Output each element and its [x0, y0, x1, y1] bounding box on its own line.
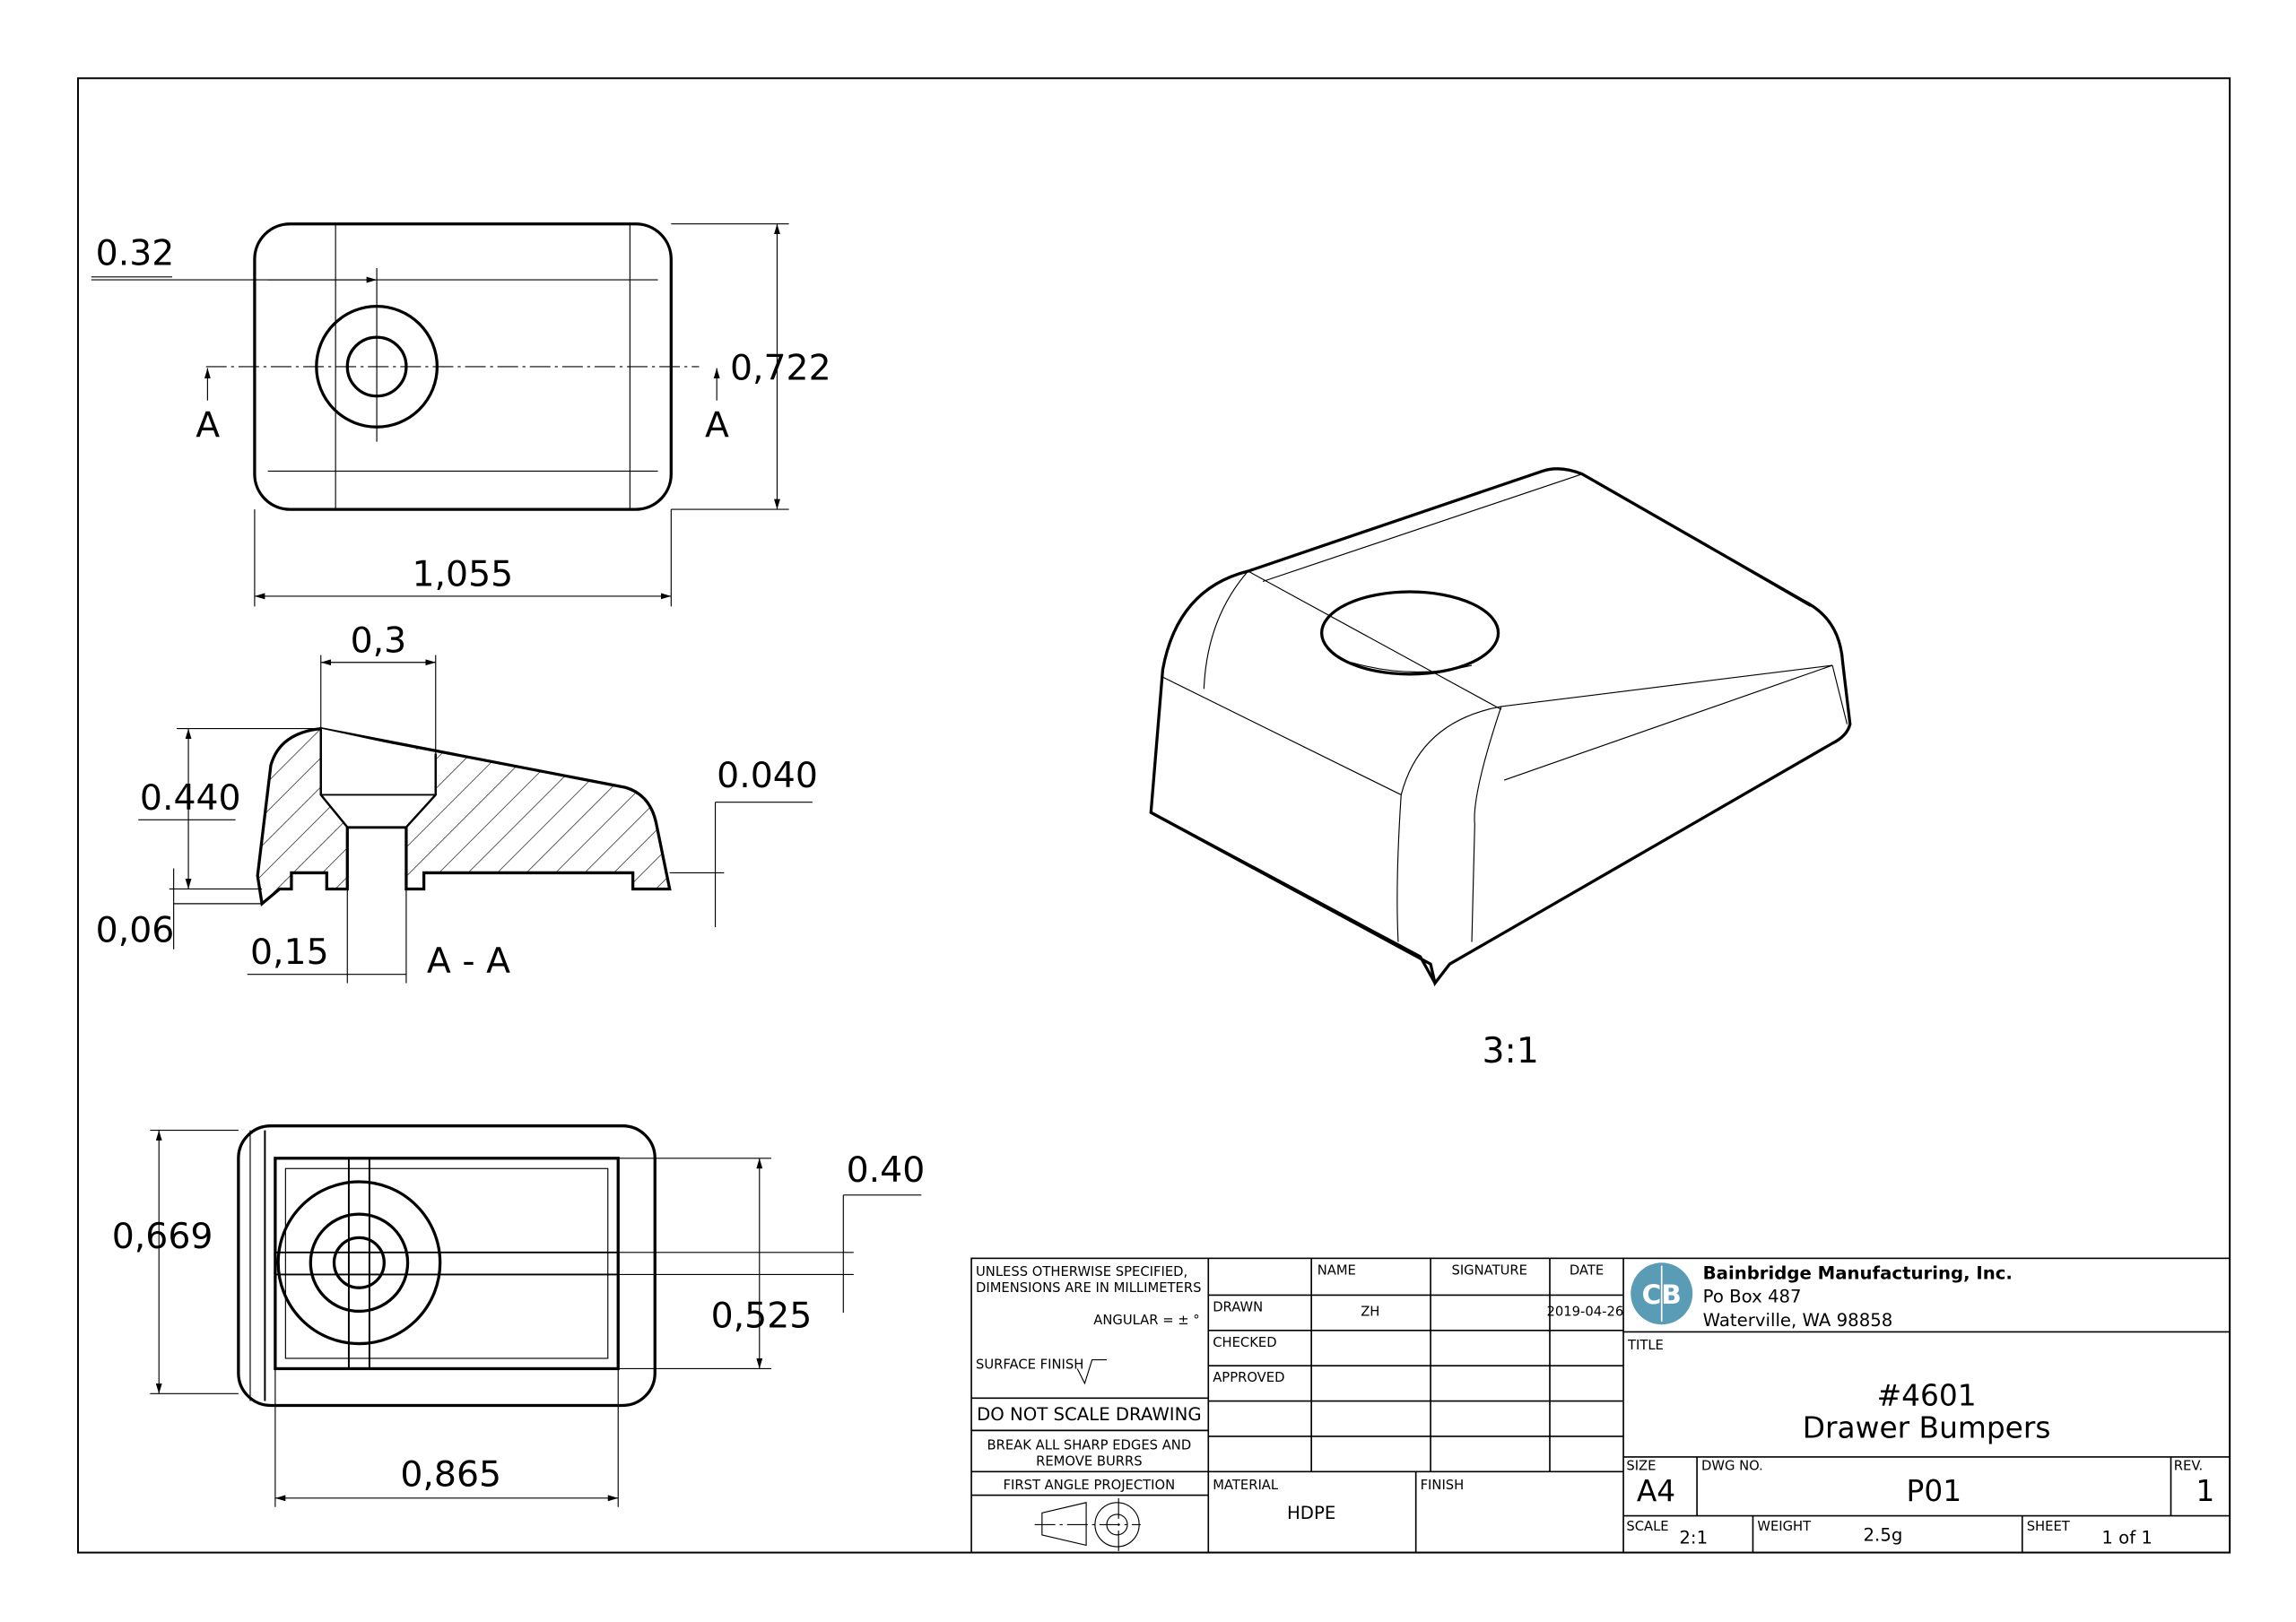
dim-section-height: 0.440 — [140, 777, 241, 819]
dim-top-offset: 0.32 — [96, 233, 175, 274]
top-view: 0.32 0,722 1,055 A A — [91, 222, 831, 607]
material-label: MATERIAL — [1213, 1478, 1279, 1493]
title-label: TITLE — [1627, 1338, 1664, 1353]
dim-bottom-width: 0,865 — [400, 1454, 501, 1496]
dim-section-top: 0,3 — [351, 620, 407, 661]
dim-bottom-height: 0,669 — [112, 1216, 213, 1257]
title-block: UNLESS OTHERWISE SPECIFIED, DIMENSIONS A… — [970, 1257, 2231, 1554]
company-address1: Po Box 487 — [1703, 1287, 1802, 1307]
note-projection: FIRST ANGLE PROJECTION — [1004, 1478, 1176, 1493]
section-view: 0,3 0.440 0.040 0,06 0,15 A - A — [96, 620, 818, 984]
title-line2: Drawer Bumpers — [1803, 1411, 2051, 1445]
row-drawn-name: ZH — [1361, 1304, 1379, 1319]
note-do-not-scale: DO NOT SCALE DRAWING — [977, 1404, 1202, 1425]
note-line2: DIMENSIONS ARE IN MILLIMETERS — [976, 1280, 1201, 1296]
sheet-value: 1 of 1 — [2101, 1528, 2152, 1548]
dwg-no-value: P01 — [1907, 1474, 1962, 1508]
row-approved-label: APPROVED — [1213, 1370, 1284, 1385]
section-label: A - A — [427, 941, 510, 982]
row-drawn-label: DRAWN — [1213, 1299, 1263, 1314]
header-signature: SIGNATURE — [1451, 1262, 1526, 1278]
note-angular: ANGULAR = ± ° — [1093, 1313, 1199, 1328]
header-name: NAME — [1318, 1262, 1356, 1278]
company-logo: CB — [1631, 1262, 1693, 1325]
dim-bottom-inner: 0,525 — [711, 1296, 813, 1337]
iso-scale-label: 3:1 — [1483, 1030, 1539, 1071]
note-surface-finish: SURFACE FINISH — [976, 1357, 1083, 1372]
surface-finish-icon — [1076, 1359, 1108, 1385]
dim-section-base: 0,06 — [96, 910, 175, 951]
size-value: A4 — [1637, 1474, 1675, 1508]
rev-value: 1 — [2196, 1474, 2214, 1508]
dim-top-height: 0,722 — [730, 348, 831, 389]
row-checked-label: CHECKED — [1213, 1335, 1276, 1350]
finish-label: FINISH — [1421, 1478, 1465, 1493]
bottom-view: 0,669 0,525 0.40 0,865 — [112, 1124, 926, 1507]
title-line1: #4601 — [1877, 1378, 1977, 1412]
weight-label: WEIGHT — [1757, 1519, 1812, 1534]
material-value: HDPE — [1287, 1503, 1335, 1523]
weight-value: 2.5g — [1864, 1524, 1903, 1545]
dim-section-lip: 0.040 — [717, 755, 818, 796]
rev-label: REV. — [2174, 1459, 2203, 1474]
scale-value: 2:1 — [1679, 1528, 1708, 1548]
company-address2: Waterville, WA 98858 — [1703, 1310, 1893, 1331]
note-break-edges-2: REMOVE BURRS — [1036, 1454, 1143, 1470]
row-drawn-date: 2019-04-26 — [1547, 1304, 1624, 1319]
first-angle-projection-icon — [1034, 1497, 1141, 1551]
scale-label: SCALE — [1626, 1519, 1668, 1534]
section-mark-right: A — [705, 405, 729, 447]
sheet-label: SHEET — [2027, 1519, 2071, 1534]
note-break-edges-1: BREAK ALL SHARP EDGES AND — [987, 1438, 1192, 1453]
dim-section-hole: 0,15 — [250, 932, 329, 973]
svg-text:CB: CB — [1642, 1279, 1682, 1310]
dwg-no-label: DWG NO. — [1701, 1459, 1763, 1474]
isometric-view: 3:1 — [1149, 467, 1852, 1071]
note-line1: UNLESS OTHERWISE SPECIFIED, — [976, 1264, 1187, 1279]
size-label: SIZE — [1626, 1459, 1656, 1474]
section-mark-left: A — [196, 405, 220, 447]
dim-top-width: 1,055 — [412, 553, 513, 594]
header-date: DATE — [1570, 1262, 1604, 1278]
dim-bottom-rib: 0.40 — [847, 1149, 926, 1191]
company-name: Bainbridge Manufacturing, Inc. — [1703, 1262, 2013, 1283]
